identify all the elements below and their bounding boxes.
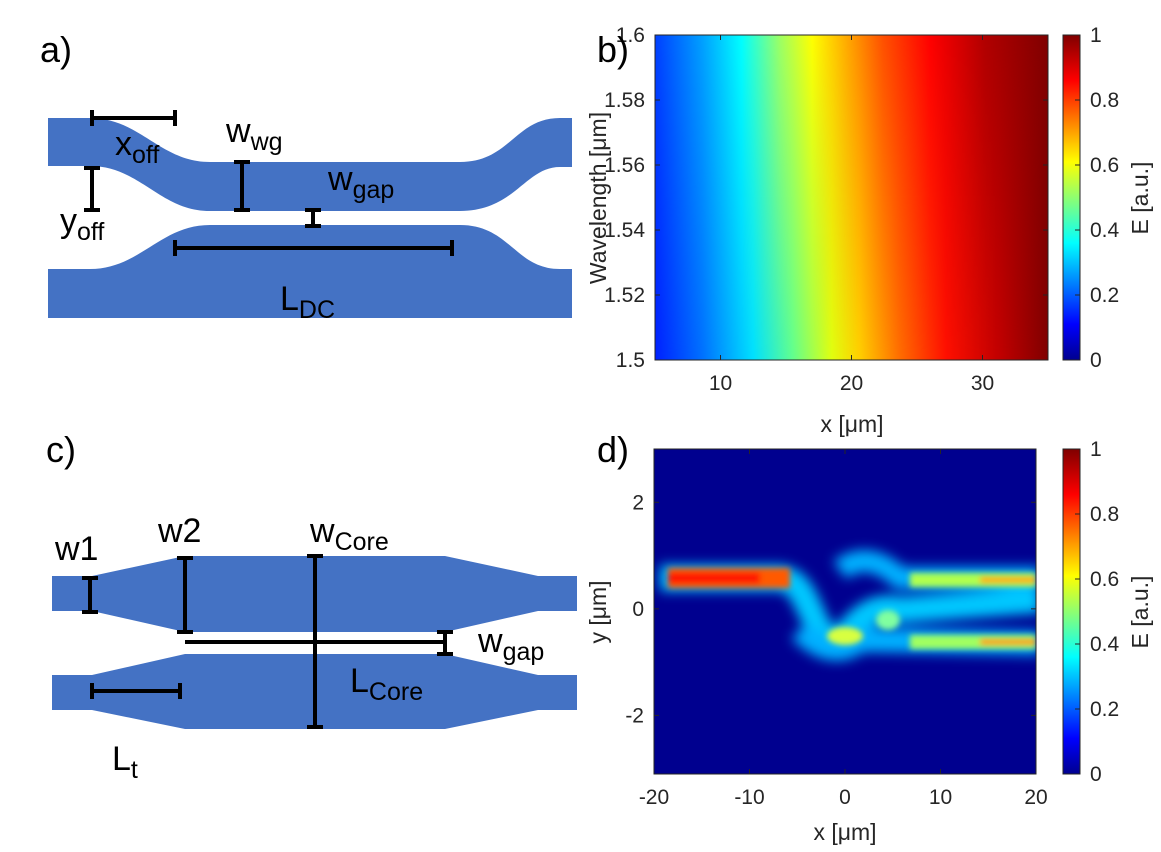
plot-d-x-label: x [μm] — [813, 819, 876, 845]
plot-d-xtick-label: -10 — [734, 786, 764, 809]
plot-b-xtick-label: 30 — [971, 372, 994, 395]
plot-d-cbar-tick-label: 1 — [1090, 438, 1102, 461]
plot-b-y-axis: 1.5 1.52 1.54 1.56 1.58 1.6 — [604, 24, 1048, 372]
plot-b-cbar-tick-label: 0.8 — [1090, 89, 1119, 112]
plot-d-y-label: y [μm] — [585, 580, 611, 643]
plot-b-ytick-label: 1.58 — [604, 89, 645, 112]
panel-c-label: c) — [46, 429, 76, 470]
plot-b-y-label: Wavelength [μm] — [585, 112, 611, 284]
plot-b-cbar-tick-label: 0.2 — [1090, 284, 1119, 307]
l-dc-label: LDC — [280, 280, 335, 324]
plot-d-ytick-label: 0 — [632, 598, 644, 621]
w1-marker — [82, 576, 98, 614]
plot-b-xtick-label: 10 — [709, 372, 732, 395]
y-off-marker — [84, 166, 100, 212]
x-off-label: xoff — [115, 125, 159, 169]
panel-d-label: d) — [597, 429, 629, 470]
plot-d-ytick-label: 2 — [632, 491, 644, 514]
plot-d-cbar-tick-label: 0.2 — [1090, 698, 1119, 721]
w2-label: w2 — [157, 512, 201, 550]
colorbar-b-ticks: 0 0.2 0.4 0.6 0.8 1 — [1075, 24, 1120, 372]
l-core-label: LCore — [350, 662, 423, 706]
x-off-marker — [90, 110, 177, 126]
plot-b-ytick-label: 1.52 — [604, 284, 645, 307]
w-wg-label: wwg — [225, 112, 283, 156]
w1-label: w1 — [54, 530, 98, 568]
w-wg-marker — [234, 160, 250, 212]
plot-d-cbar-tick-label: 0 — [1090, 763, 1102, 786]
colorbar-b-label: E [a.u.] — [1127, 162, 1153, 235]
plot-d-xtick-label: 0 — [839, 786, 851, 809]
l-dc-marker — [173, 240, 454, 256]
w-gap-label: wgap — [327, 160, 394, 204]
panel-a: a) xoff yoff wwg wgap LDC — [40, 29, 572, 324]
plot-d-cbar-tick-label: 0.6 — [1090, 568, 1119, 591]
heatmap-b — [655, 35, 1048, 360]
plot-b-ytick-label: 1.56 — [604, 154, 645, 177]
plot-d-xtick-label: 20 — [1024, 786, 1047, 809]
colorbar-d — [1062, 448, 1081, 775]
colorbar-d-ticks: 0 0.2 0.4 0.6 0.8 1 — [1075, 438, 1120, 786]
plot-d-y-axis: -2 0 2 — [625, 491, 1036, 727]
colorbar-d-label: E [a.u.] — [1127, 576, 1153, 649]
w-gap-marker-c — [437, 630, 453, 656]
y-off-label: yoff — [60, 202, 104, 246]
w-gap-label-c: wgap — [477, 622, 544, 666]
plot-b-ytick-label: 1.5 — [616, 349, 645, 372]
panel-b-label: b) — [597, 29, 629, 70]
panel-c: c) w1 w2 wCore wgap LCore Lt — [46, 429, 577, 784]
l-t-label: Lt — [112, 740, 138, 784]
w-core-label: wCore — [309, 512, 389, 556]
plot-b-cbar-tick-label: 0.4 — [1090, 219, 1120, 242]
plot-b-cbar-tick-label: 1 — [1090, 24, 1102, 47]
plot-b-ytick-label: 1.6 — [616, 24, 645, 47]
plot-d-xtick-label: 10 — [929, 786, 952, 809]
plot-b-cbar-tick-label: 0.6 — [1090, 154, 1119, 177]
plot-b-x-label: x [μm] — [820, 411, 883, 437]
w-gap-marker — [305, 208, 321, 228]
plot-d-xtick-label: -20 — [639, 786, 669, 809]
plot-b-ytick-label: 1.54 — [604, 219, 645, 242]
plot-d-x-axis: -20 -10 0 10 20 — [639, 449, 1048, 809]
heatmap-d — [654, 449, 1036, 774]
plot-d-ytick-label: -2 — [625, 704, 644, 727]
colorbar-b — [1062, 34, 1081, 361]
plot-b-xtick-label: 20 — [840, 372, 863, 395]
l-t-marker — [90, 683, 182, 699]
w2-marker — [177, 556, 193, 634]
plot-d-cbar-tick-label: 0.4 — [1090, 633, 1120, 656]
plot-d-cbar-tick-label: 0.8 — [1090, 503, 1119, 526]
waveguide-upper — [48, 118, 572, 211]
plot-b-x-axis: 10 20 30 — [709, 35, 994, 395]
panel-a-label: a) — [40, 29, 72, 70]
plot-b-cbar-tick-label: 0 — [1090, 349, 1102, 372]
